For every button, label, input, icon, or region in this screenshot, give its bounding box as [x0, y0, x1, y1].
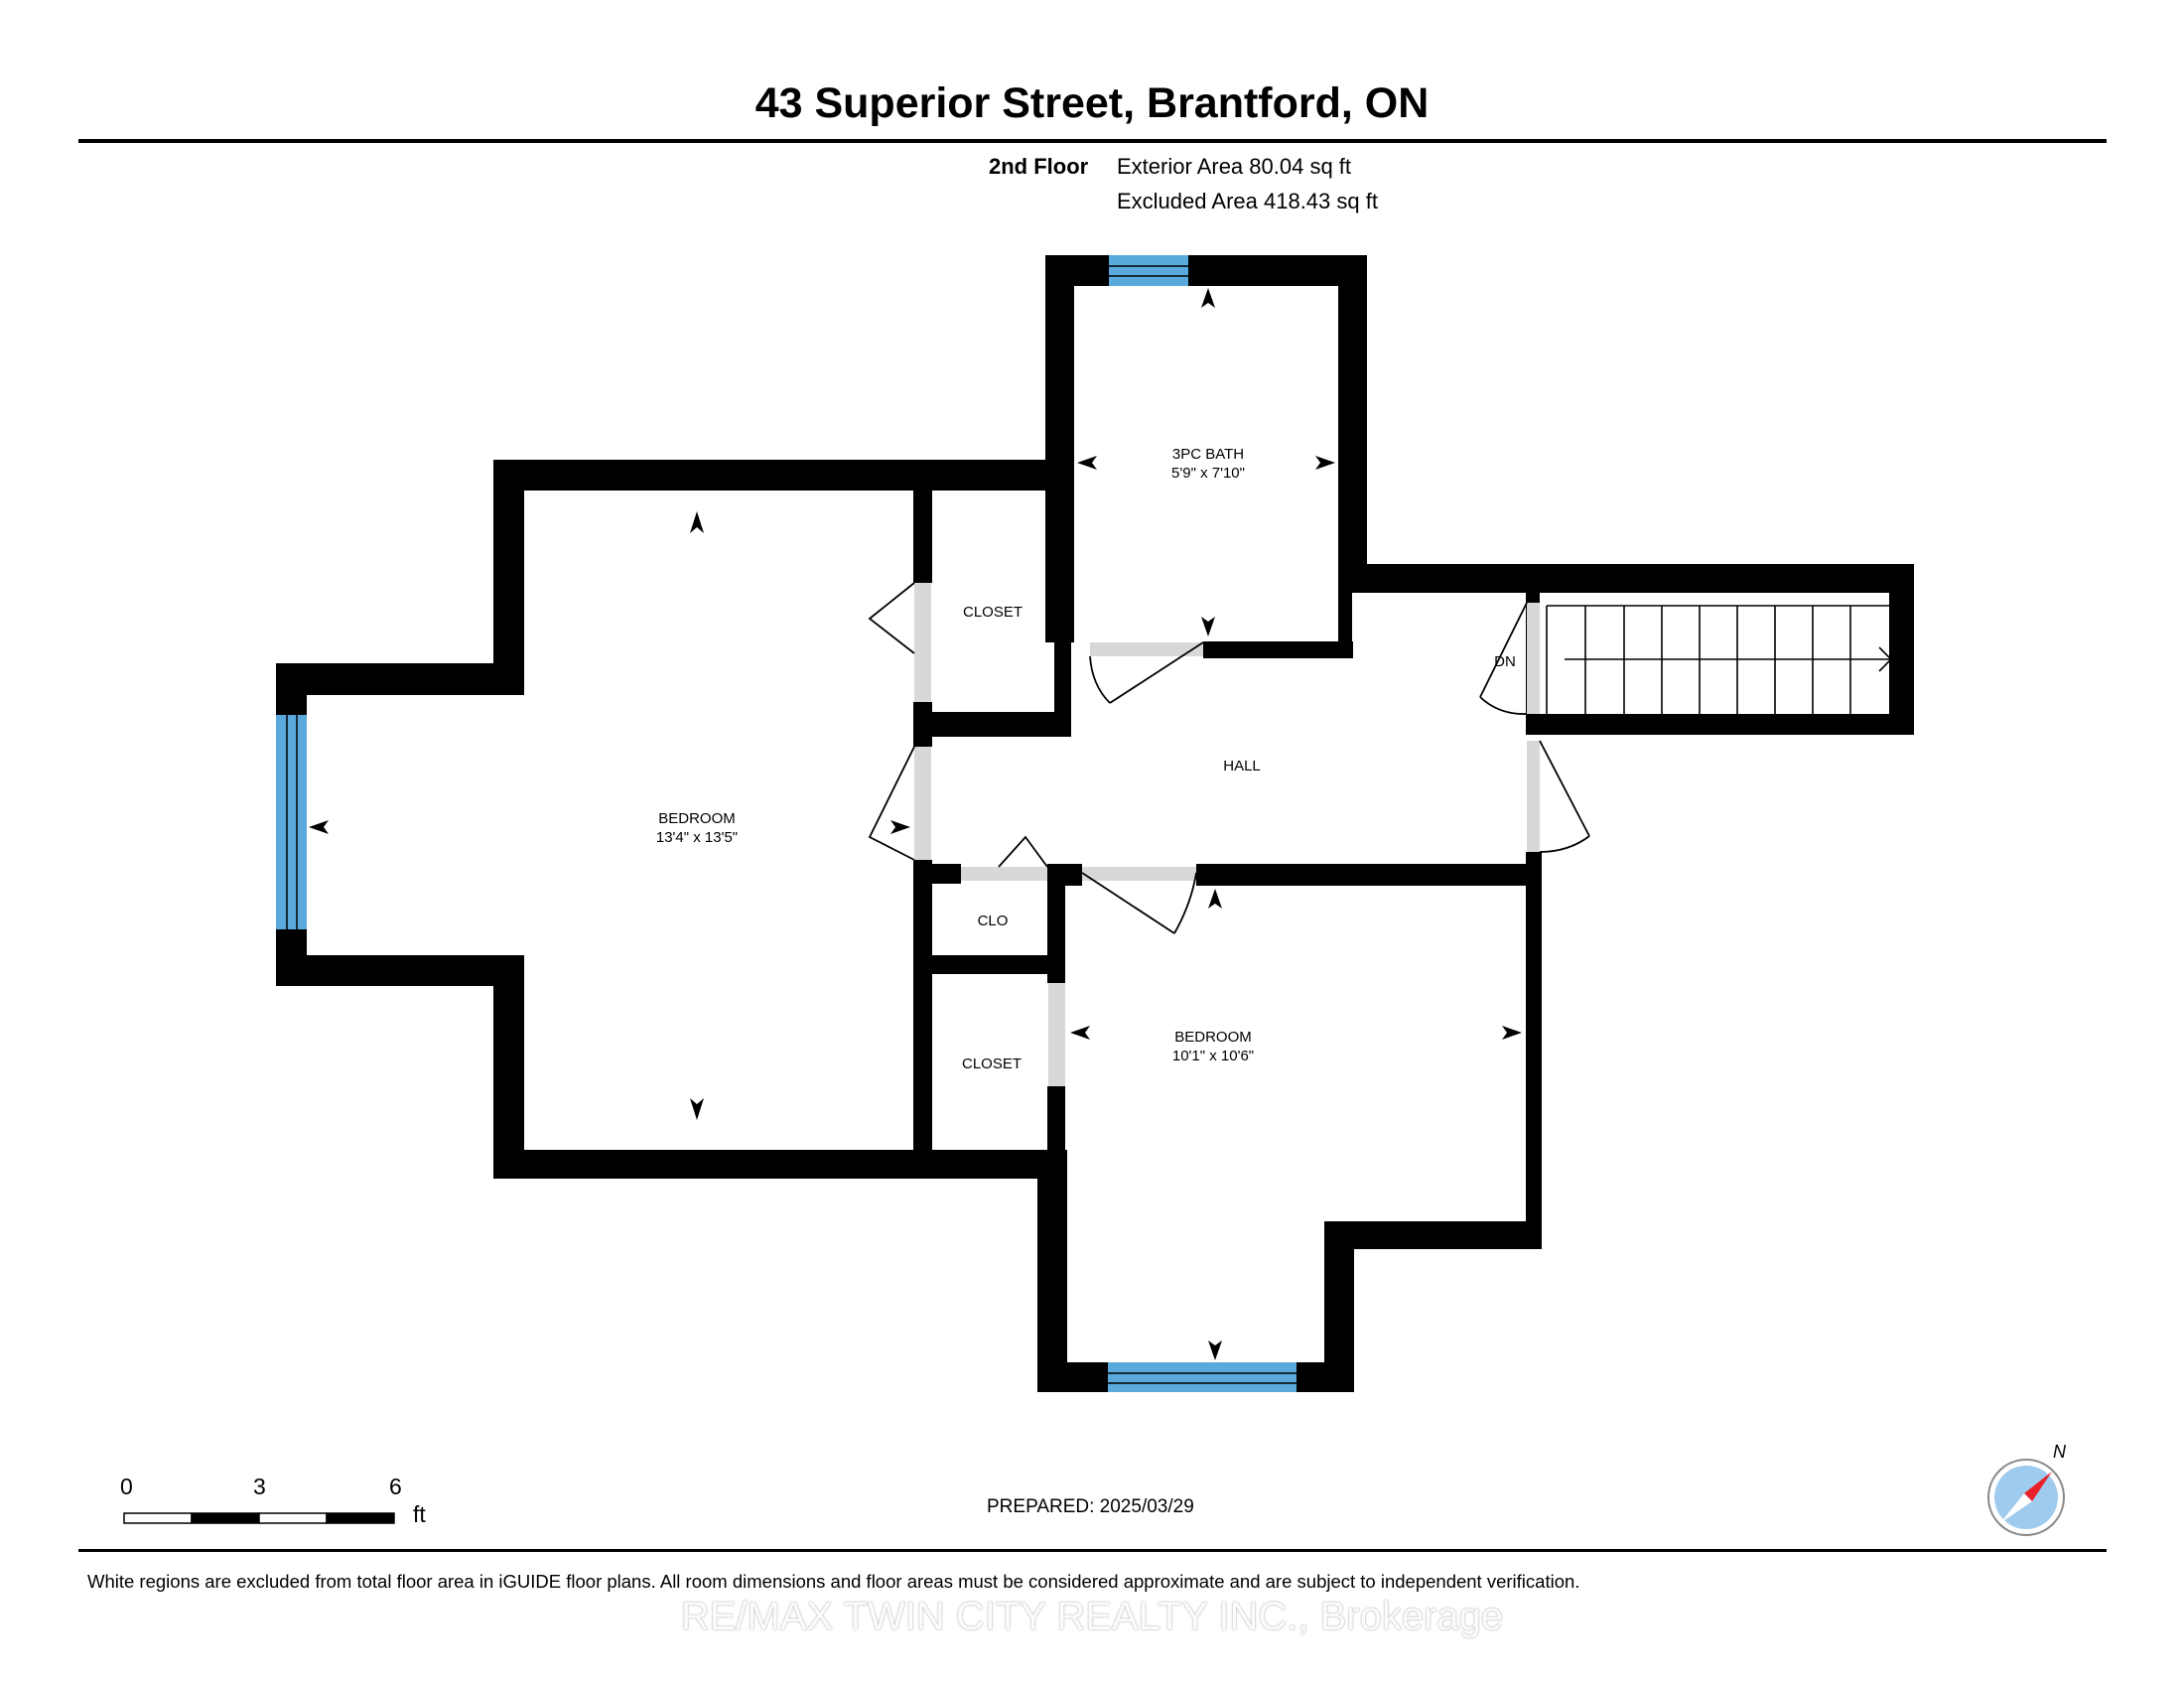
prepared-date: PREPARED: 2025/03/29: [987, 1496, 1194, 1517]
scale-tick-6: 6: [389, 1474, 402, 1499]
wall: [1047, 864, 1065, 983]
wall: [913, 481, 932, 583]
window: [276, 715, 307, 929]
scale-tick-3: 3: [253, 1474, 266, 1499]
wall: [1526, 852, 1542, 1249]
floor-label: 2nd Floor: [989, 154, 1089, 179]
excluded-area: Excluded Area 418.43 sq ft: [1117, 189, 1378, 213]
wall: [276, 663, 524, 695]
wall: [1338, 564, 1914, 593]
wall: [276, 663, 307, 715]
bath-dims: 5'9" x 7'10": [1171, 465, 1245, 482]
header-rule: [78, 139, 2107, 143]
wall: [1203, 641, 1353, 658]
hall-label: HALL: [1223, 758, 1261, 774]
scale-bar: [123, 1512, 395, 1524]
wall: [913, 955, 1058, 974]
stairs: [1546, 605, 1893, 714]
bedroom-west-dims: 13'4" x 13'5": [656, 829, 738, 846]
wall: [913, 860, 932, 1158]
wall: [1037, 1150, 1067, 1392]
stairs-label: DN: [1494, 653, 1516, 670]
dimension-arrows: [309, 288, 1522, 1360]
bedroom-west-name: BEDROOM: [658, 810, 736, 827]
wall: [493, 955, 524, 1179]
wall: [1526, 714, 1914, 735]
walls: [276, 255, 1914, 1392]
wall: [493, 460, 524, 695]
disclaimer: White regions are excluded from total fl…: [87, 1571, 1580, 1592]
closet-north-label: CLOSET: [963, 604, 1023, 621]
wall: [1324, 1221, 1354, 1392]
exterior-area: Exterior Area 80.04 sq ft: [1117, 154, 1352, 179]
watermark: RE/MAX TWIN CITY REALTY INC., Brokerage: [680, 1595, 1504, 1638]
window: [1108, 1362, 1297, 1392]
compass-icon: [1987, 1459, 2065, 1536]
scale-tick-0: 0: [120, 1474, 133, 1499]
wall: [276, 955, 524, 986]
wall: [1889, 564, 1914, 735]
page-title: 43 Superior Street, Brantford, ON: [754, 79, 1430, 127]
bath-name: 3PC BATH: [1172, 446, 1244, 463]
wall: [913, 712, 1070, 737]
compass-label: N: [2053, 1442, 2067, 1462]
clo-label: CLO: [978, 913, 1009, 929]
wall: [913, 864, 961, 884]
closet-south-label: CLOSET: [962, 1055, 1022, 1072]
wall: [1338, 255, 1367, 575]
wall: [1054, 475, 1071, 737]
doors: [868, 582, 1590, 1086]
wall: [913, 475, 1071, 491]
windows: [276, 255, 1297, 1392]
wall: [1045, 255, 1367, 286]
footer-rule: [78, 1549, 2107, 1552]
wall: [1196, 864, 1542, 886]
bedroom-south-dims: 10'1" x 10'6": [1172, 1048, 1254, 1064]
window: [1109, 255, 1188, 286]
wall: [1324, 1221, 1542, 1249]
bedroom-south-name: BEDROOM: [1174, 1029, 1252, 1046]
scale-unit: ft: [413, 1501, 426, 1527]
wall: [493, 1150, 1055, 1179]
